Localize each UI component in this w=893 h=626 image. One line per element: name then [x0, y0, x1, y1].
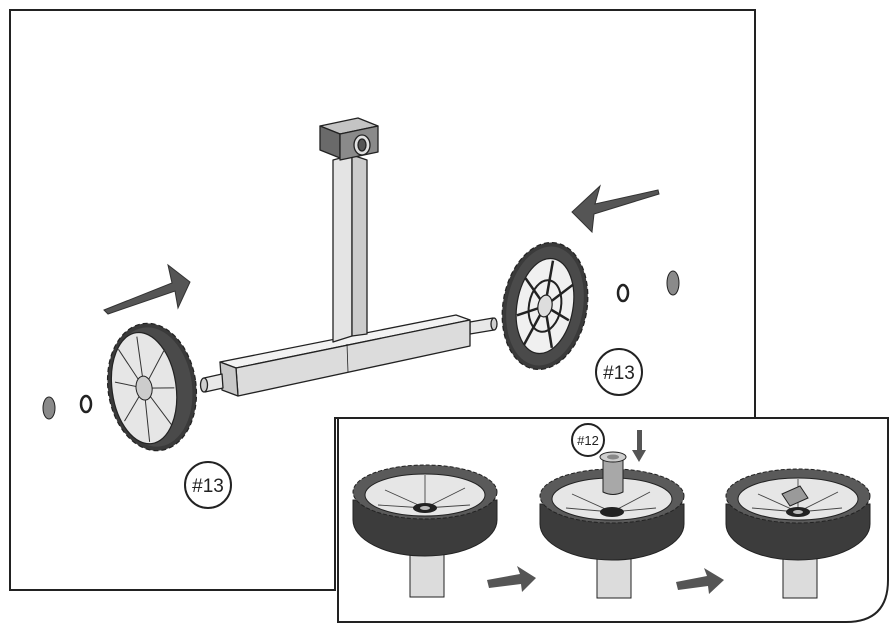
- wheel-right: [501, 241, 589, 371]
- inset-wheel-2: [539, 430, 685, 599]
- washer-icon: [666, 270, 680, 296]
- main-frame: [9, 9, 756, 591]
- svg-text:#12: #12: [577, 433, 599, 448]
- vertical-post: [332, 154, 368, 343]
- part-label-right: #13: [595, 348, 643, 396]
- washer-icon: [42, 396, 56, 420]
- assembly-direction-arrow-icon: [487, 566, 536, 592]
- top-bracket: [319, 117, 379, 161]
- axle-stub-left: [199, 373, 224, 393]
- inset-wheel-3: [725, 468, 871, 599]
- wheel-left: [106, 322, 198, 452]
- assembly-direction-arrow-icon: [676, 568, 724, 594]
- horizontal-tube: [219, 314, 471, 397]
- axle-stub-right: [469, 317, 498, 335]
- svg-text:#13: #13: [603, 363, 635, 384]
- nut-icon: [616, 283, 630, 303]
- axle-assembly: [199, 117, 498, 397]
- assembly-direction-arrow-icon: [571, 184, 660, 234]
- inset-wheel-1: [352, 464, 498, 598]
- svg-text:#13: #13: [192, 476, 224, 497]
- nut-icon: [79, 394, 93, 414]
- part-label-left: #13: [184, 461, 232, 509]
- assembly-direction-arrow-icon: [103, 263, 191, 315]
- part-label-insert: #12: [571, 423, 605, 457]
